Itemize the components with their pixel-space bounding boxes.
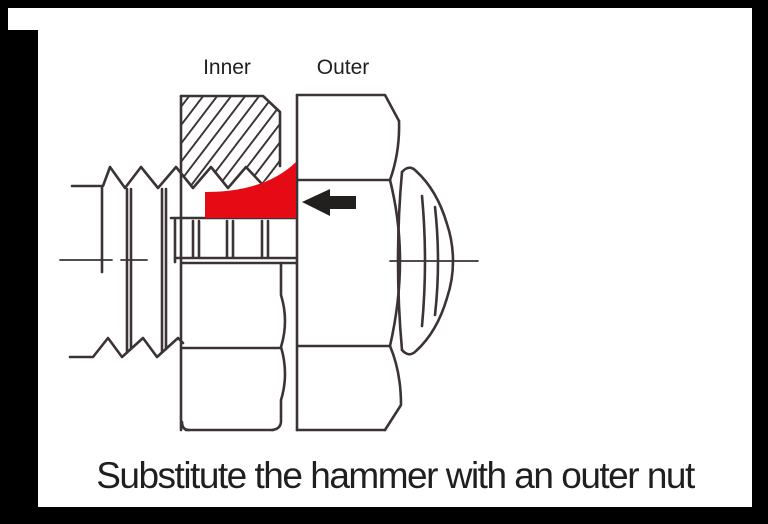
bolt-tip bbox=[396, 166, 455, 356]
outer-nut bbox=[295, 93, 403, 432]
label-outer: Outer bbox=[316, 56, 370, 79]
threaded-rod bbox=[68, 165, 264, 359]
figure-background bbox=[38, 8, 752, 507]
inner-nut bbox=[169, 94, 298, 432]
wedge-highlight bbox=[205, 162, 296, 218]
label-inner: Inner bbox=[203, 56, 251, 79]
left-arrow-icon bbox=[302, 189, 356, 216]
inner-nut-hatching bbox=[181, 96, 280, 188]
caption: Substitute the hammer with an outer nut bbox=[96, 455, 695, 496]
center-axis-line bbox=[59, 259, 479, 262]
